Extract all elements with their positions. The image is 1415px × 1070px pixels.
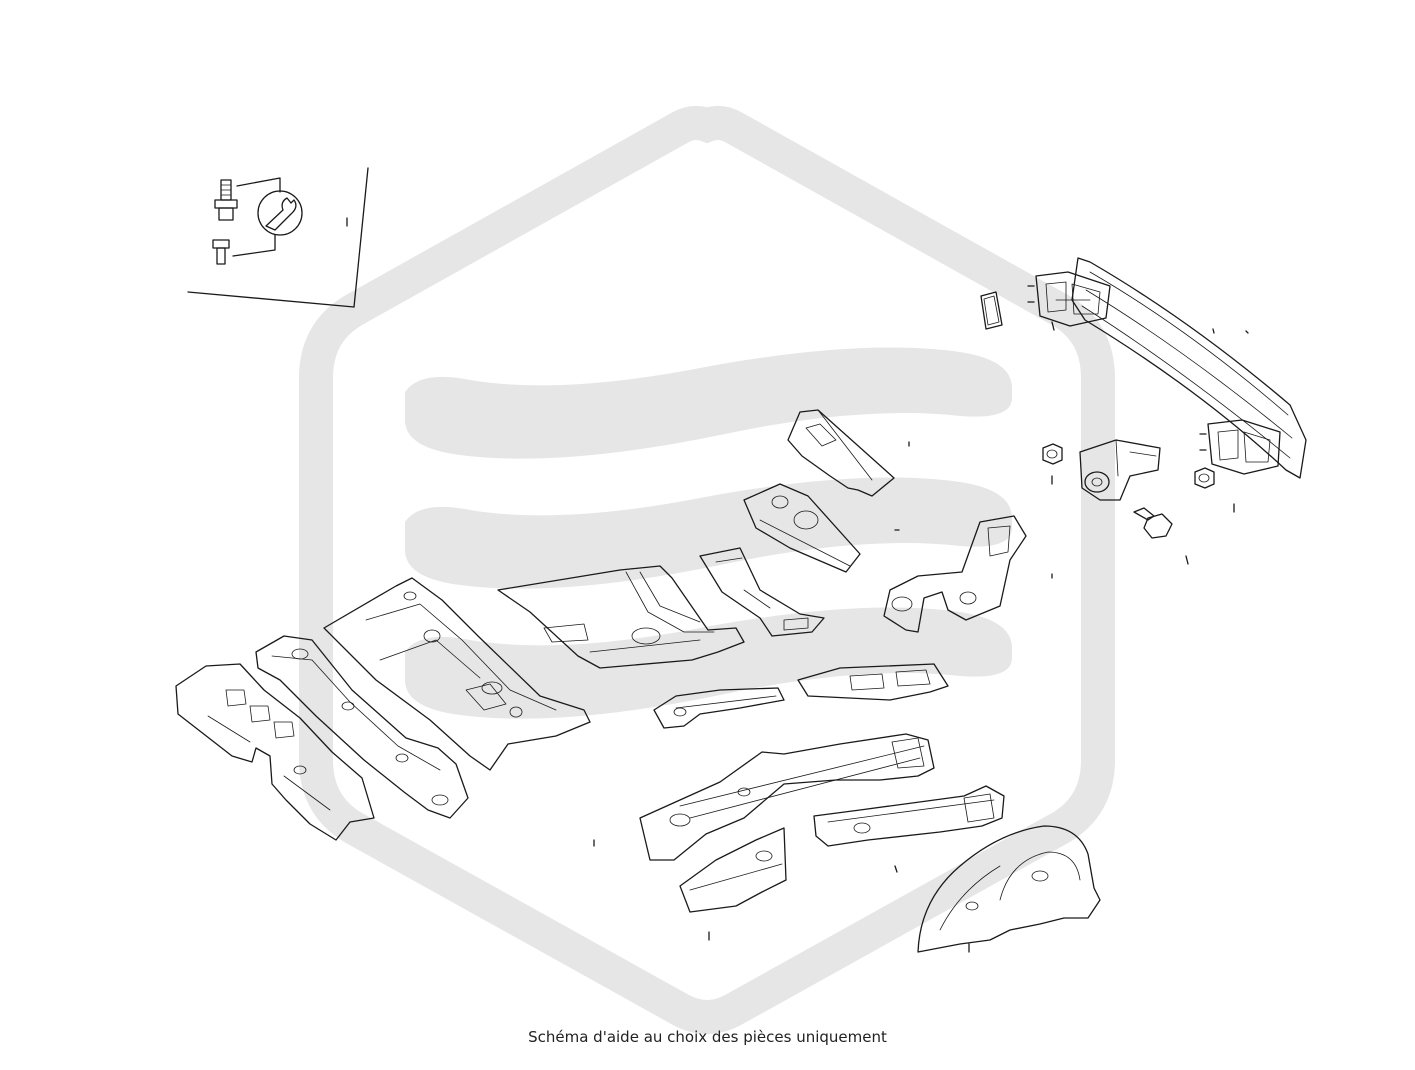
crash-box-mount-left — [1027, 271, 1111, 331]
center-floor-panel — [797, 663, 949, 701]
wheelhouse-inner-panel — [917, 825, 1101, 953]
wrench-icon — [257, 190, 303, 236]
diagram-caption: Schéma d'aide au choix des pièces unique… — [528, 1028, 887, 1046]
crash-box-mount-right — [1199, 419, 1281, 513]
bolt-icon — [212, 179, 238, 265]
floor-side-member-left — [323, 577, 591, 771]
cross-member-center — [743, 483, 900, 573]
floor-side-member-right — [255, 635, 469, 819]
sill-reinforcement-outer — [175, 663, 375, 841]
rear-side-member-long — [593, 733, 935, 861]
fastener-kit-callout — [187, 167, 369, 308]
label-sticker — [980, 291, 1003, 330]
rear-floor-pan — [497, 565, 745, 669]
side-bracket-assembly — [883, 515, 1053, 633]
floor-tunnel-bracket — [699, 547, 825, 637]
rear-bumper-reinforcement-bar — [1071, 257, 1307, 479]
rear-rail-extension — [679, 827, 787, 941]
flange-bolt — [1133, 507, 1189, 565]
rear-side-member-short — [813, 785, 1005, 873]
sill-reinforcement-inner — [653, 687, 785, 729]
cross-member-upper — [787, 409, 910, 497]
tow-eye-bracket — [1079, 439, 1161, 501]
watermark-logo — [299, 105, 1115, 1034]
nut — [1042, 443, 1215, 489]
